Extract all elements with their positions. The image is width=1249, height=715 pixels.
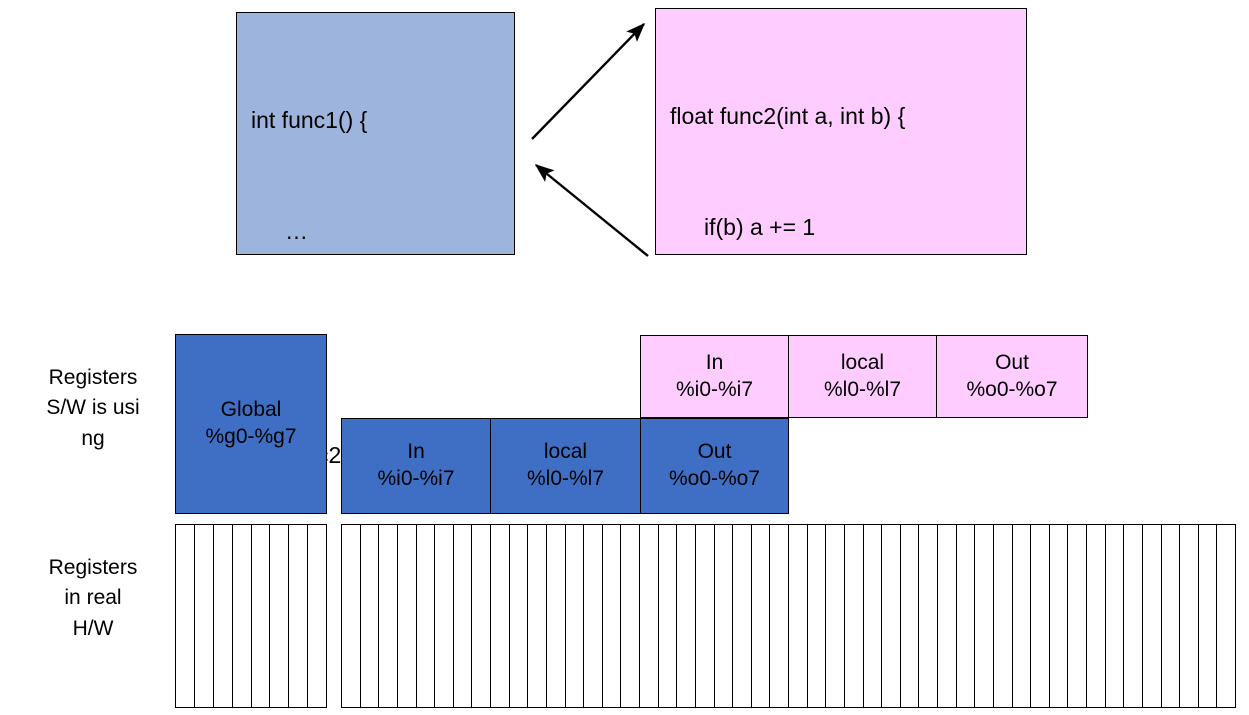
func1-code-line-1: int func1() {	[251, 106, 368, 133]
hardware-register-cell	[808, 525, 827, 707]
hardware-register-cell	[361, 525, 380, 707]
hardware-register-cell	[528, 525, 547, 707]
hardware-register-cell	[1162, 525, 1181, 707]
func2-code-line-2: if(b) a += 1	[704, 214, 816, 241]
register-block-caller-in[interactable]: In %i0-%i7	[341, 418, 491, 514]
hardware-register-cell	[1199, 525, 1218, 707]
hardware-register-cell	[715, 525, 734, 707]
hardware-register-cell	[566, 525, 585, 707]
hardware-register-cell	[1217, 525, 1235, 707]
hardware-register-cell	[584, 525, 603, 707]
hardware-register-cell	[770, 525, 789, 707]
func2-code-box: float func2(int a, int b) { if(b) a += 1…	[655, 8, 1027, 464]
hardware-register-cell	[214, 525, 233, 707]
register-block-callee-local[interactable]: local %l0-%l7	[788, 335, 937, 418]
hardware-register-cell	[195, 525, 214, 707]
hardware-register-cell	[510, 525, 529, 707]
hardware-register-cell	[677, 525, 696, 707]
register-block-callee-in-range: %i0-%i7	[675, 377, 754, 401]
func2-code-line-1: float func2(int a, int b) {	[670, 102, 906, 129]
register-block-callee-in-title: In	[705, 350, 724, 374]
hardware-register-cell	[640, 525, 659, 707]
hardware-register-cell	[845, 525, 864, 707]
hardware-register-cell	[733, 525, 752, 707]
register-block-callee-in[interactable]: In %i0-%i7	[640, 335, 789, 418]
hardware-register-cell	[547, 525, 566, 707]
hardware-register-cell	[398, 525, 417, 707]
hardware-register-cell	[1087, 525, 1106, 707]
hardware-register-cell	[659, 525, 678, 707]
hardware-register-cell	[919, 525, 938, 707]
hardware-register-cell	[176, 525, 195, 707]
return-arrow	[534, 164, 649, 257]
register-block-callee-out-title: Out	[995, 350, 1029, 374]
register-block-callee-local-range: %l0-%l7	[823, 377, 902, 401]
register-block-global-range: %g0-%g7	[205, 425, 297, 448]
hardware-register-cell	[789, 525, 808, 707]
hardware-registers-label: Registers in real H/W	[48, 556, 138, 640]
hardware-register-cell	[454, 525, 473, 707]
hardware-register-cell	[435, 525, 454, 707]
hardware-register-cell	[289, 525, 309, 707]
hardware-register-cell	[308, 525, 326, 707]
register-block-global[interactable]: Global %g0-%g7	[175, 334, 327, 514]
call-arrow	[531, 22, 646, 140]
hardware-register-cell	[1143, 525, 1162, 707]
func1-code-line-2: …	[285, 218, 308, 245]
hardware-register-cell	[938, 525, 957, 707]
register-block-caller-out-range: %o0-%o7	[668, 467, 761, 490]
software-registers-label: Registers S/W is usi ng	[46, 366, 140, 450]
hardware-register-cell	[233, 525, 252, 707]
register-block-caller-in-range: %i0-%i7	[377, 467, 455, 490]
hardware-register-cell	[1013, 525, 1032, 707]
register-block-caller-out-title: Out	[697, 440, 732, 464]
hardware-register-cell	[882, 525, 901, 707]
hardware-register-strip-globals	[175, 524, 327, 708]
hardware-register-cell	[342, 525, 361, 707]
hardware-register-cell	[901, 525, 920, 707]
register-block-caller-local[interactable]: local %l0-%l7	[490, 418, 641, 514]
hardware-register-cell	[417, 525, 436, 707]
hardware-register-cell	[994, 525, 1013, 707]
hardware-register-strip-window	[341, 524, 1236, 708]
hardware-register-cell	[864, 525, 883, 707]
hardware-register-cell	[975, 525, 994, 707]
register-block-caller-local-title: local	[543, 440, 588, 464]
register-block-caller-in-title: In	[407, 440, 425, 464]
register-block-caller-local-range: %l0-%l7	[526, 467, 605, 490]
func1-code-box: int func1() { … … func2(10,0) … }	[236, 12, 515, 691]
hardware-register-cell	[1106, 525, 1125, 707]
hardware-register-cell	[826, 525, 845, 707]
hardware-register-cell	[696, 525, 715, 707]
register-block-caller-out[interactable]: Out %o0-%o7	[640, 418, 789, 514]
register-block-callee-out-range: %o0-%o7	[966, 377, 1058, 401]
hardware-register-cell	[252, 525, 271, 707]
hardware-register-cell	[603, 525, 622, 707]
register-block-callee-out[interactable]: Out %o0-%o7	[936, 335, 1088, 418]
hardware-register-cell	[621, 525, 640, 707]
hardware-register-cell	[1031, 525, 1050, 707]
hardware-register-cell	[957, 525, 976, 707]
hardware-register-cell	[472, 525, 491, 707]
hardware-register-cell	[752, 525, 771, 707]
register-block-global-title: Global	[220, 398, 282, 422]
hardware-register-cell	[270, 525, 290, 707]
hardware-register-cell	[1124, 525, 1143, 707]
hardware-register-cell	[1050, 525, 1069, 707]
hardware-register-cell	[491, 525, 510, 707]
hardware-register-cell	[379, 525, 398, 707]
register-block-callee-local-title: local	[840, 350, 885, 374]
hardware-register-cell	[1180, 525, 1199, 707]
hardware-register-cell	[1068, 525, 1087, 707]
